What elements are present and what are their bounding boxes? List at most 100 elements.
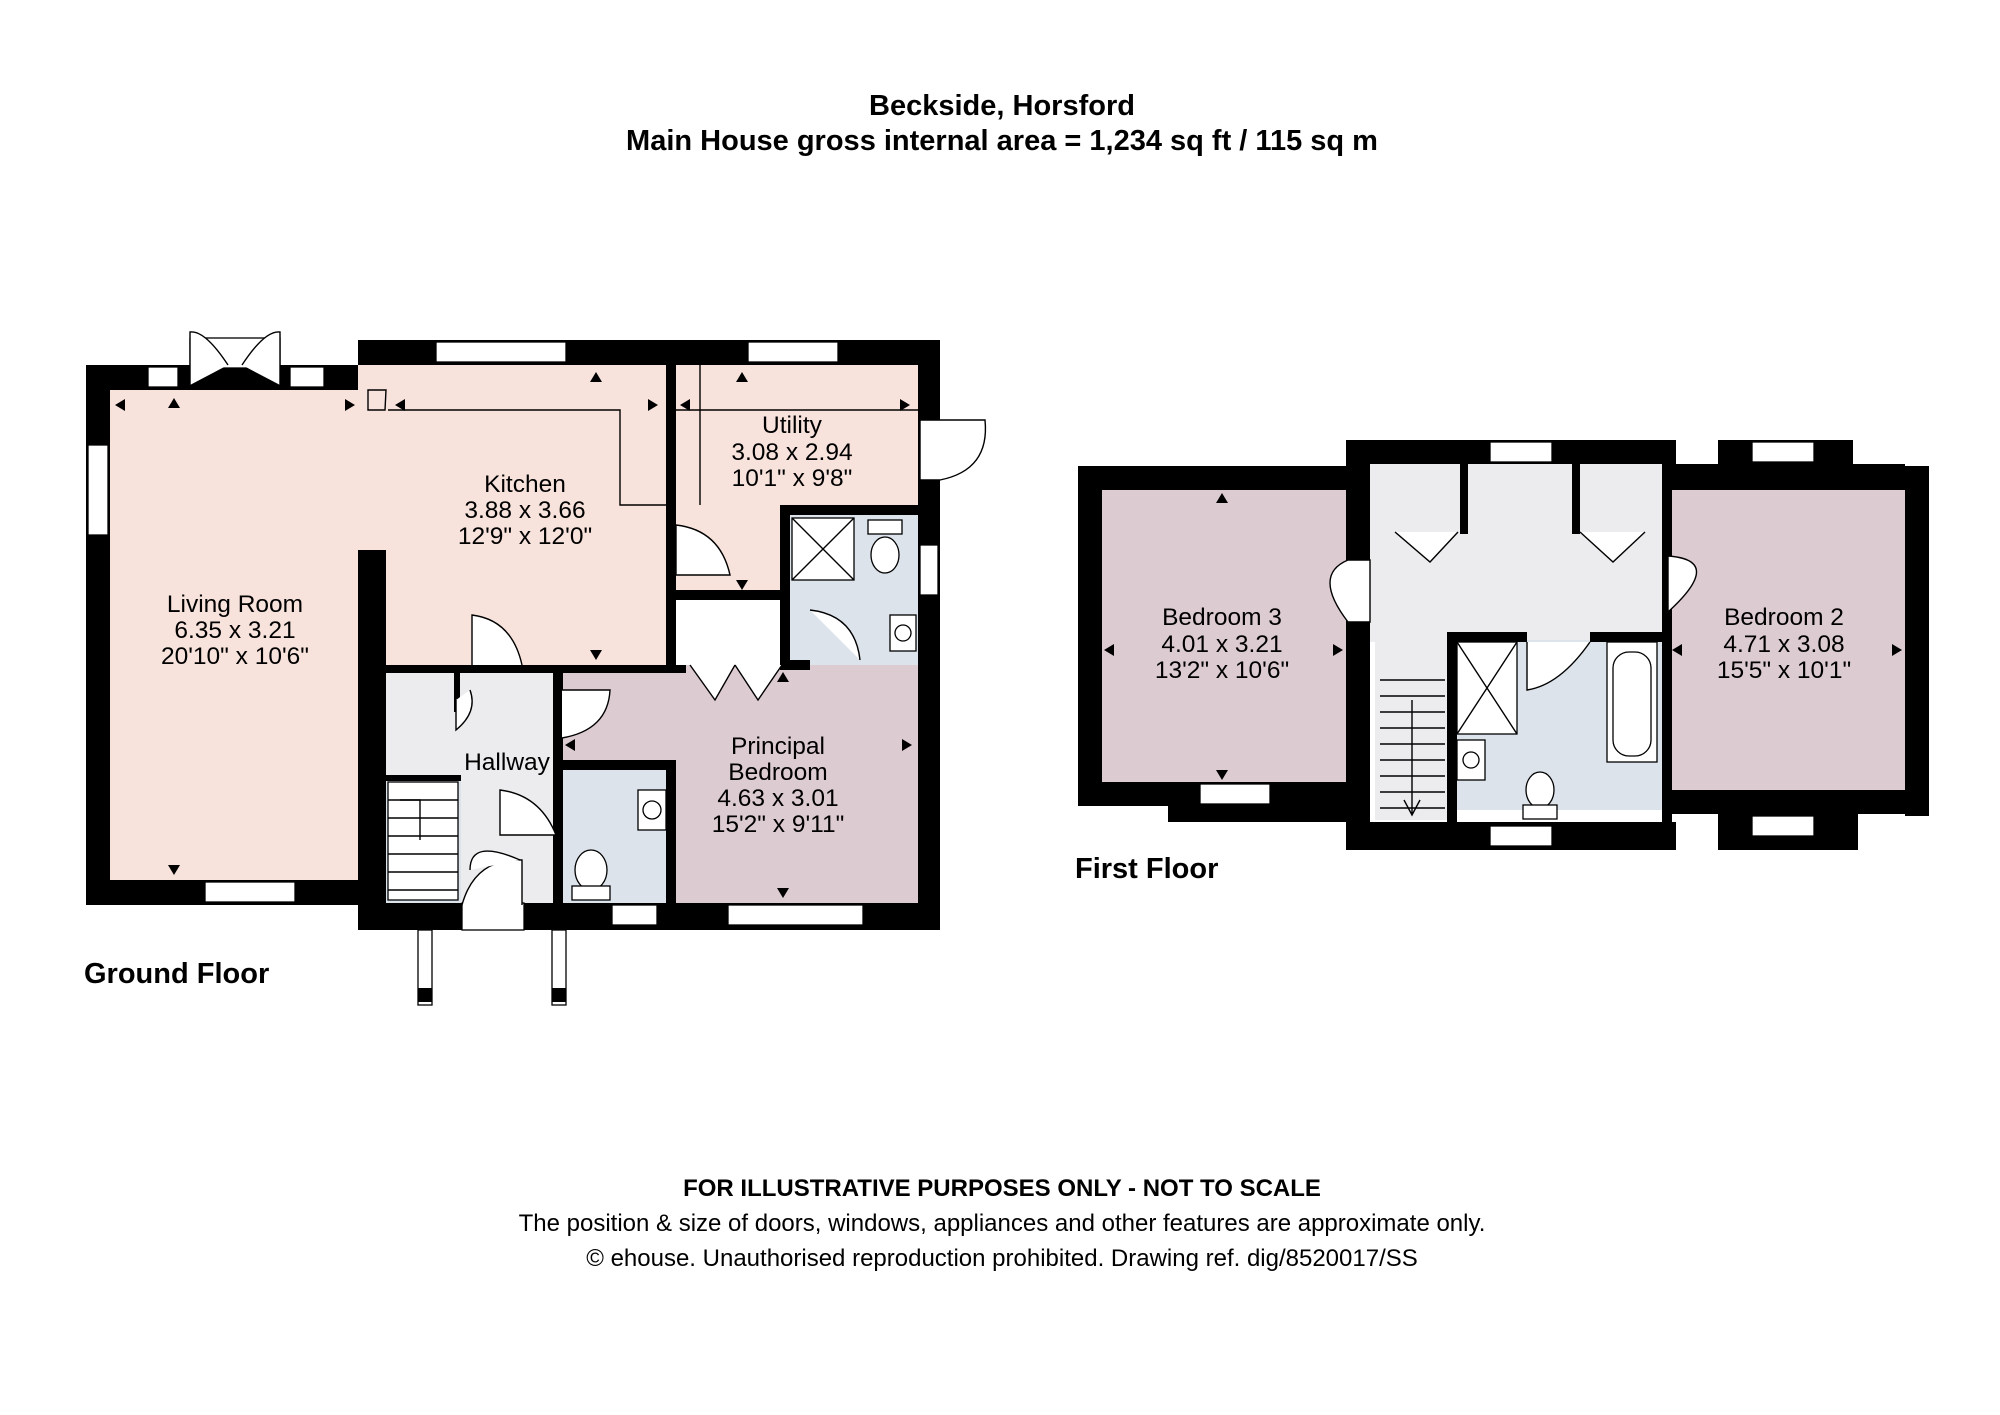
wc-basin-bowl <box>642 800 662 820</box>
wall <box>1078 466 1348 490</box>
principal-bedroom-imperial: 15'2" x 9'11" <box>712 811 845 838</box>
shower-tray-diagonal <box>1456 641 1518 735</box>
wc-toilet-cistern <box>571 885 611 901</box>
wall <box>454 672 460 712</box>
first-floor-plan: Bedroom 3 4.01 x 3.21 13'2" x 10'6" Bedr… <box>1075 440 1929 885</box>
utility-worktop <box>676 365 918 505</box>
bedroom-2-area <box>1668 490 1905 790</box>
patio-door <box>241 331 281 385</box>
wall <box>386 665 686 673</box>
hallway-inner-door <box>469 850 521 871</box>
wall <box>780 510 790 670</box>
window <box>1751 815 1815 837</box>
window <box>611 904 658 926</box>
wall <box>666 760 676 905</box>
bathroom-toilet-cistern <box>1522 804 1558 820</box>
ground-floor-plan: Living Room 6.35 x 3.21 20'10" x 10'6" K… <box>84 331 987 1006</box>
wall <box>1346 440 1370 850</box>
utility-side-door <box>919 419 987 481</box>
ground-stairs <box>387 781 459 901</box>
wall <box>780 505 920 515</box>
window <box>1489 825 1553 847</box>
bedroom-2-name: Bedroom 2 <box>1724 604 1844 631</box>
page-subtitle: Main House gross internal area = 1,234 s… <box>626 125 1378 157</box>
cupboard-door <box>1579 531 1646 563</box>
shower-tray-diagonal <box>791 517 855 581</box>
porch-post <box>551 929 567 1006</box>
stairs-area <box>1375 640 1447 820</box>
front-door-opening <box>461 902 525 931</box>
kitchen-metric: 3.88 x 3.66 <box>464 497 585 524</box>
porch-post-base <box>418 988 432 1002</box>
bedroom-2-metric: 4.71 x 3.08 <box>1723 631 1844 658</box>
first-floor-stairs <box>1380 679 1445 817</box>
front-door <box>461 859 523 906</box>
wall <box>1460 464 1468 534</box>
window <box>919 544 939 596</box>
bedroom-double-door <box>689 664 783 702</box>
window <box>727 904 864 926</box>
porch-post <box>417 929 433 1006</box>
window <box>87 444 109 536</box>
window <box>1751 441 1815 463</box>
utility-name: Utility <box>762 412 823 439</box>
living-room-imperial: 20'10" x 10'6" <box>161 643 309 670</box>
kitchen-door <box>471 614 523 666</box>
wall <box>1590 632 1670 642</box>
wall <box>1447 632 1457 822</box>
page-title: Beckside, Horsford <box>869 90 1135 122</box>
ensuite-door <box>809 609 861 661</box>
wc-toilet <box>574 849 608 891</box>
ensuite-basin-bowl <box>894 624 912 642</box>
bedroom-3-name: Bedroom 3 <box>1162 604 1282 631</box>
disclaimer-text: The position & size of doors, windows, a… <box>519 1210 1486 1237</box>
window <box>1489 441 1553 463</box>
wall <box>1905 466 1929 816</box>
ground-floor-label: Ground Floor <box>84 958 269 990</box>
window <box>147 366 179 388</box>
first-floor-label: First Floor <box>1075 853 1218 885</box>
wall <box>358 550 386 930</box>
ensuite-toilet <box>870 536 900 574</box>
wall <box>553 665 563 905</box>
hallway-name: Hallway <box>464 749 551 776</box>
utility-imperial: 10'1" x 9'8" <box>732 465 853 492</box>
bedroom-3-door <box>1329 559 1371 623</box>
kitchen-name: Kitchen <box>484 471 566 498</box>
bedroom-3-imperial: 13'2" x 10'6" <box>1155 657 1289 684</box>
window <box>747 341 839 363</box>
wall <box>1668 790 1928 814</box>
cupboard-door <box>1394 531 1459 563</box>
living-room-name: Living Room <box>167 591 303 618</box>
living-room-metric: 6.35 x 3.21 <box>174 617 295 644</box>
wall <box>1662 440 1672 850</box>
porch-post-base <box>552 988 566 1002</box>
principal-bedroom-name-line2: Bedroom <box>728 759 827 786</box>
kitchen-imperial: 12'9" x 12'0" <box>458 523 592 550</box>
window <box>289 366 325 388</box>
bedroom-3-metric: 4.01 x 3.21 <box>1161 631 1282 658</box>
wall <box>1078 466 1102 806</box>
wall <box>780 660 810 670</box>
principal-bedroom-door <box>561 689 611 739</box>
bath-inner <box>1612 651 1652 757</box>
bedroom-2-imperial: 15'5" x 10'1" <box>1717 657 1851 684</box>
ensuite-toilet-cistern <box>867 519 903 535</box>
wall <box>918 340 940 930</box>
bathroom-door <box>1526 641 1591 691</box>
utility-door <box>675 524 731 576</box>
cupboard-door <box>455 689 473 732</box>
bathroom-basin-bowl <box>1462 751 1480 769</box>
kitchen-worktop <box>367 389 666 506</box>
window <box>1199 783 1271 805</box>
disclaimer-heading: FOR ILLUSTRATIVE PURPOSES ONLY - NOT TO … <box>683 1175 1321 1202</box>
principal-bedroom-metric: 4.63 x 3.01 <box>717 785 838 812</box>
bedroom-3-area <box>1100 490 1347 782</box>
wc-door <box>499 789 558 836</box>
wall <box>666 365 676 665</box>
copyright-text: © ehouse. Unauthorised reproduction proh… <box>586 1245 1418 1272</box>
utility-metric: 3.08 x 2.94 <box>731 439 852 466</box>
bathroom-toilet <box>1525 771 1555 809</box>
living-room-area <box>110 390 358 880</box>
